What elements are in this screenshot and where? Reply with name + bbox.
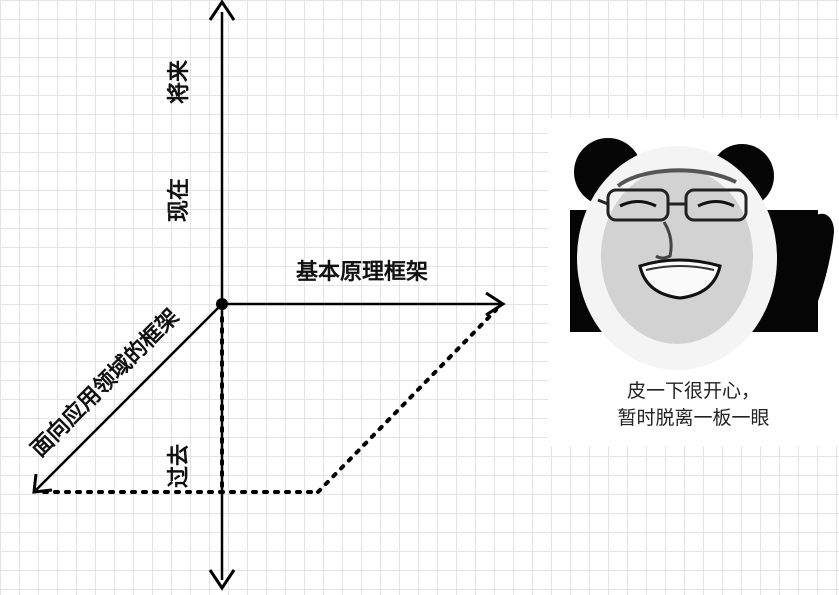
application-label: 面向应用领域的框架	[26, 304, 184, 462]
future-label: 将来	[166, 59, 192, 104]
down-arrowhead	[208, 569, 236, 591]
panda-meme-image	[570, 138, 834, 370]
meme-caption-line1: 皮一下很开心，	[626, 380, 760, 402]
origin-dot	[216, 298, 228, 310]
dotted-diagonal-projection	[316, 308, 498, 494]
present-label: 现在	[166, 178, 192, 222]
past-label: 过去	[167, 444, 192, 488]
principles-label: 基本原理框架	[296, 259, 428, 285]
meme-caption: 皮一下很开心， 暂时脱离一板一眼	[548, 378, 839, 432]
meme-caption-line2: 暂时脱离一板一眼	[617, 407, 770, 429]
right-arrowhead	[485, 291, 506, 317]
application-axis	[35, 303, 223, 491]
up-arrowhead	[208, 0, 236, 21]
